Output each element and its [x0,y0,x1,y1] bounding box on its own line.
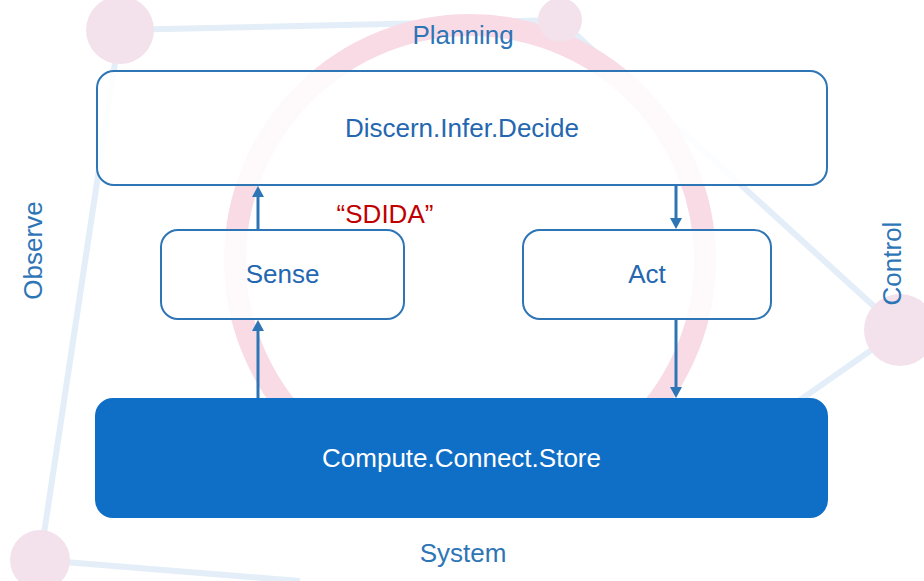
side-label: Control [877,221,908,305]
flow-arrow [670,320,682,398]
layer-title: Planning [412,20,513,51]
box-text: Sense [246,259,320,290]
planning-box: Discern.Infer.Decide [96,70,828,186]
flow-arrow [670,186,682,229]
box-text: Compute.Connect.Store [322,443,601,474]
side-label: Observe [18,201,49,299]
box-text: Discern.Infer.Decide [345,113,579,144]
layer-title: System [420,538,507,569]
act-box: Act [522,229,772,320]
flow-arrow [252,320,264,398]
system-box: Compute.Connect.Store [95,398,828,518]
flow-arrow [252,186,264,229]
sense-box: Sense [160,229,405,320]
box-text: Act [628,259,666,290]
acronym-label: “SDIDA” [337,199,434,230]
